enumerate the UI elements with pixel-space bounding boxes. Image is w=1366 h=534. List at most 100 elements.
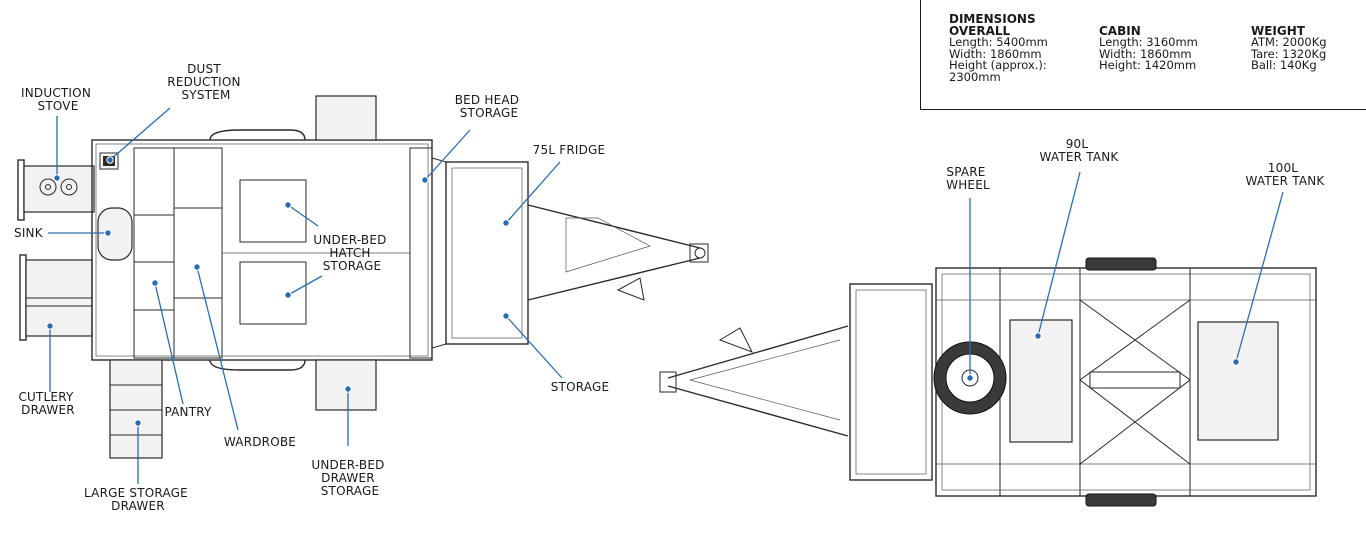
label-wardrobe: WARDROBE xyxy=(224,435,296,449)
label-large-storage-drawer: LARGE STORAGE DRAWER xyxy=(84,486,192,513)
sink-basin xyxy=(97,207,133,261)
overall-line: Height (approx.): xyxy=(949,58,1047,72)
leader-line xyxy=(505,315,563,379)
overall-line: Width: 1860mm xyxy=(949,46,1042,61)
leader-line xyxy=(287,204,319,227)
dimensions-title: DIMENSIONS xyxy=(949,12,1036,26)
stove-burner-center xyxy=(45,184,51,190)
induction-stove-unit xyxy=(23,165,95,213)
leader-line xyxy=(505,161,561,224)
hitch-coupling xyxy=(689,243,709,263)
leader-lines xyxy=(46,107,1284,484)
front-storage-box xyxy=(445,161,529,345)
label-dust-reduction: DUST REDUCTION SYSTEM xyxy=(167,62,244,102)
overall-line: 2300mm xyxy=(949,69,1001,84)
chassis-front-box-inner xyxy=(855,289,927,475)
front-storage-inner xyxy=(451,167,523,339)
weight-line: Tare: 1320Kg xyxy=(1251,46,1327,61)
label-cutlery-drawer: CUTLERY DRAWER xyxy=(18,390,77,417)
cabin-inner-outline xyxy=(95,143,429,357)
cabin-heading: CABIN xyxy=(1099,23,1141,38)
leader-dot xyxy=(344,385,352,393)
leader-dot xyxy=(284,291,292,299)
label-bed-head-storage: BED HEAD STORAGE xyxy=(455,93,524,120)
leader-line xyxy=(1037,171,1081,337)
leader-dot xyxy=(46,322,54,330)
weight-line: ATM: 2000Kg xyxy=(1251,35,1327,49)
box-edge xyxy=(431,157,447,163)
dimensions-cabin-column: CABIN Length: 3160mm Width: 1860mm Heigh… xyxy=(1099,23,1198,72)
large-storage-drawer-unit xyxy=(109,359,163,459)
under-bed-drawer-upper xyxy=(315,95,377,141)
chassis-jockey-wheel xyxy=(718,327,754,353)
overall-heading: OVERALL xyxy=(949,23,1011,38)
stove-burner xyxy=(39,178,57,196)
pantry-column xyxy=(133,147,175,359)
leader-line xyxy=(1235,191,1284,363)
under-bed-hatch-lower xyxy=(239,261,307,325)
leader-line xyxy=(154,282,184,405)
leader-dot xyxy=(106,156,114,164)
leader-dot xyxy=(53,174,61,182)
callout-labels: INDUCTION STOVE DUST REDUCTION SYSTEM BE… xyxy=(14,62,1325,513)
leader-dot xyxy=(1034,332,1042,340)
weight-line: Ball: 140Kg xyxy=(1251,58,1317,72)
chassis-drawbar xyxy=(667,325,849,437)
weight-heading: WEIGHT xyxy=(1251,23,1305,38)
water-tank-100l xyxy=(1197,321,1279,441)
stove-burner xyxy=(60,178,78,196)
dimensions-weight-column: WEIGHT ATM: 2000Kg Tare: 1320Kg Ball: 14… xyxy=(1251,23,1327,72)
label-under-bed-hatch-storage: UNDER-BED HATCH STORAGE xyxy=(313,233,390,273)
leader-dot xyxy=(193,263,201,271)
leader-line xyxy=(196,266,239,431)
wardrobe-column xyxy=(173,147,223,359)
leader-dot xyxy=(104,229,112,237)
dimensions-overall-column: DIMENSIONS OVERALL Length: 5400mm Width:… xyxy=(949,12,1048,84)
tyre-bottom xyxy=(1085,493,1157,507)
label-75l-fridge: 75L FRIDGE xyxy=(533,143,606,157)
wheel-arch-top xyxy=(209,129,306,141)
suspension-arm xyxy=(1079,299,1191,465)
jockey-wheel xyxy=(616,277,645,301)
cabin-line: Length: 3160mm xyxy=(1099,35,1198,49)
leader-dot xyxy=(502,219,510,227)
leader-dot xyxy=(151,279,159,287)
leader-dot xyxy=(284,201,292,209)
label-pantry: PANTRY xyxy=(164,405,212,419)
label-storage: STORAGE xyxy=(551,380,610,394)
label-100l-water-tank: 100L WATER TANK xyxy=(1245,161,1325,188)
under-bed-drawer-lower xyxy=(315,359,377,411)
leader-dot xyxy=(421,176,429,184)
cabin-line: Width: 1860mm xyxy=(1099,46,1192,61)
leader-line xyxy=(109,107,171,161)
label-90l-water-tank: 90L WATER TANK xyxy=(1039,137,1119,164)
chassis-hitch xyxy=(659,371,677,393)
label-spare-wheel: SPARE WHEEL xyxy=(946,165,990,192)
box-edge xyxy=(431,343,447,349)
dust-reduction-unit xyxy=(99,152,119,170)
axle-beam xyxy=(1089,371,1181,389)
bed-head-storage-unit xyxy=(409,147,433,359)
drawbar-a-frame xyxy=(527,204,701,301)
label-under-bed-drawer-storage: UNDER-BED DRAWER STORAGE xyxy=(311,458,388,498)
label-sink: SINK xyxy=(14,226,44,240)
wheel-arch-bottom xyxy=(209,359,306,371)
under-bed-hatch-upper xyxy=(239,179,307,243)
leader-line xyxy=(424,129,471,181)
chassis-front-box xyxy=(849,283,933,481)
overall-line: Length: 5400mm xyxy=(949,35,1048,49)
stove-panel-edge xyxy=(17,159,25,221)
cabin-outline xyxy=(91,139,433,361)
drawbar-plate xyxy=(565,217,651,273)
dimensions-panel: DIMENSIONS OVERALL Length: 5400mm Width:… xyxy=(920,0,1366,110)
label-induction-stove: INDUCTION STOVE xyxy=(21,86,95,113)
stove-burner-center xyxy=(66,184,72,190)
floor-plan-top-view xyxy=(17,95,709,459)
leader-dot xyxy=(1232,358,1240,366)
hitch-ball xyxy=(694,247,706,259)
leader-line xyxy=(287,275,323,296)
drawer-panel-edge xyxy=(19,254,27,341)
suspension-arm xyxy=(1079,299,1191,465)
leader-dot xyxy=(966,374,974,382)
